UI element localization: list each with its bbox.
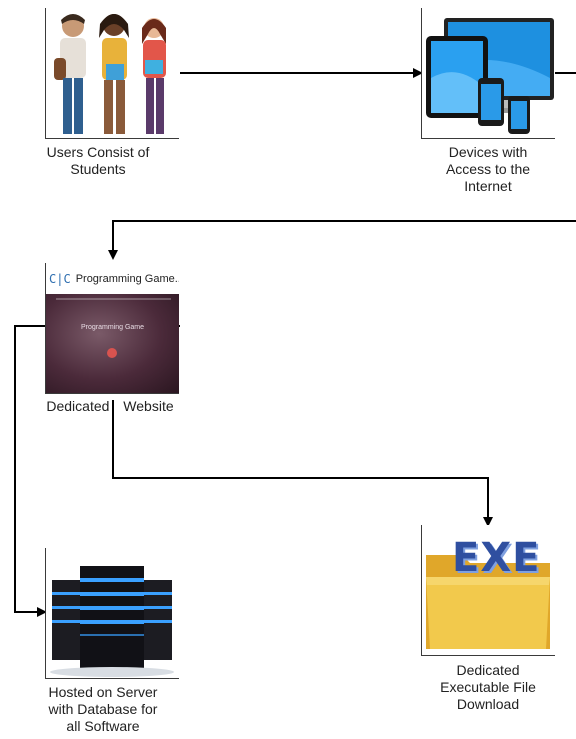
website-image: C|C Programming Game... Programming Game <box>45 263 179 394</box>
website-caption-left: Dedicated <box>46 398 110 414</box>
website-nav <box>56 298 171 300</box>
exe-caption: Dedicated Executable File Download <box>425 662 551 713</box>
devices-caption-line-3: Internet <box>464 178 512 194</box>
website-title: Programming Game... <box>75 272 179 285</box>
website-header: C|C Programming Game... <box>46 263 179 294</box>
website-hero: Programming Game <box>46 294 179 393</box>
arrow-website-to-exe <box>112 400 493 527</box>
website-caption: Dedicated Website <box>35 398 185 415</box>
devices-caption-line-1: Devices with <box>448 144 528 160</box>
users-caption-line-2: Students <box>70 161 126 177</box>
devices-image <box>421 8 555 139</box>
users-caption: Users Consist of Students <box>40 144 156 178</box>
server-caption-line-1: Hosted on Server <box>48 684 158 700</box>
users-caption-line-1: Users Consist of <box>46 144 150 160</box>
students-icon <box>54 14 166 134</box>
users-image <box>45 8 179 139</box>
server-image <box>45 548 179 679</box>
devices-caption-line-2: Access to the <box>445 161 531 177</box>
exe-caption-line-3: Download <box>456 696 520 712</box>
server-caption-line-3: all Software <box>66 718 140 734</box>
server-caption-line-2: with Database for <box>48 701 158 717</box>
exe-image: EXE <box>421 525 555 656</box>
folder-icon <box>426 555 550 649</box>
exe-caption-line-1: Dedicated <box>456 662 520 678</box>
arrow-internet-to-website <box>108 220 576 260</box>
exe-badge: EXE <box>452 535 541 581</box>
website-logo: C|C <box>49 271 71 286</box>
exe-caption-line-2: Executable File <box>440 679 536 695</box>
devices-caption: Devices with Access to the Internet <box>430 144 546 195</box>
website-caption-right: Website <box>123 398 174 414</box>
website-hero-text: Programming Game <box>80 324 145 331</box>
arrow-website-to-server <box>14 325 60 617</box>
server-caption: Hosted on Server with Database for all S… <box>40 684 166 735</box>
devices-icon <box>426 18 554 134</box>
server-icon <box>46 548 179 678</box>
website-hero-button <box>107 348 117 358</box>
